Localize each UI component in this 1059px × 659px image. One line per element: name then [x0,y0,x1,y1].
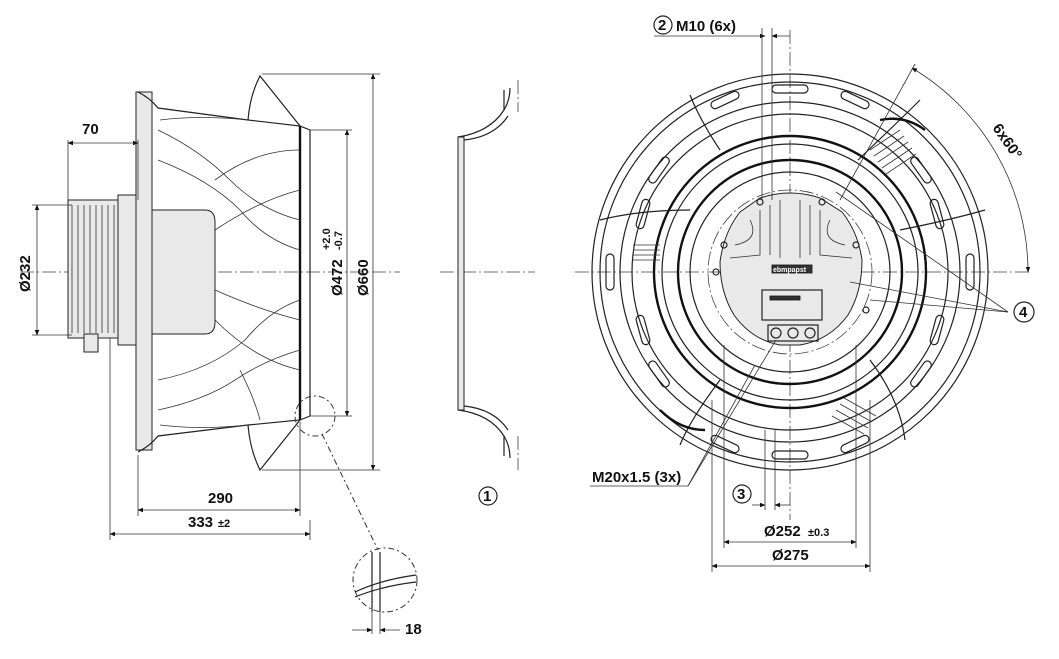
dim-252: Ø252 ±0.3 [723,345,857,548]
front-view: ebmpapst 2 M10 (6x) [575,15,1035,572]
motor-fins [67,194,141,353]
dim-252-tol: ±0.3 [808,527,829,539]
detail-leader [321,433,379,551]
callout-2-text: M10 (6x) [676,18,736,35]
cable-gland-callout: M20x1.5 (3x) [590,339,777,487]
balance-strips [633,129,917,435]
motor-housing [137,209,216,335]
callout-4: 4 [835,191,1035,323]
callout-2: 2 M10 (6x) [653,15,790,200]
dim-333-tol: ±2 [218,518,230,530]
dim-333: 333 ±2 [109,338,311,540]
callout-1-circle [478,486,498,506]
inlet-ring-view: 1 [440,80,535,506]
detail-18-label: 18 [405,621,422,638]
angle-dimension: 6x60° [839,63,1031,273]
dim-70: 70 [67,121,139,200]
dim-660-label: Ø660 [355,259,372,296]
impeller-outline [137,74,311,472]
detail-view: 18 [352,547,422,638]
dim-333-label: 333 [188,514,213,531]
callout-4-circle [1013,301,1035,323]
terminal-box [761,289,823,321]
dim-660: Ø660 [262,73,380,471]
dim-472-tol-upper: +2.0 [321,228,333,250]
callout-3-label: 3 [737,486,745,503]
callout-2-number: 2 [658,17,666,34]
dim-275-label: Ø275 [772,547,809,564]
dim-472: Ø472 +2.0 -0.7 [310,129,352,417]
dim-232-label: Ø232 [17,255,34,292]
logo-text: ebmpapst [773,267,807,274]
dim-290: 290 [137,422,301,516]
dim-472-tol-lower: -0.7 [333,231,345,250]
callout-1-label: 1 [483,488,491,505]
dim-252-label: Ø252 [764,523,801,540]
angle-label: 6x60° [989,121,1026,163]
cable-gland-label: M20x1.5 (3x) [592,469,681,486]
impeller-backplate [135,91,153,451]
dim-472-label: Ø472 [329,259,346,296]
callout-3: 3 [732,430,790,510]
dim-70-label: 70 [82,121,99,138]
callout-3-circle [732,484,752,504]
dim-275: Ø275 [711,400,871,572]
callout-4-label: 4 [1019,304,1028,321]
dim-232: Ø232 [17,204,72,336]
logo-plate [771,264,813,274]
side-view: 70 Ø232 Ø472 +2.0 -0.7 Ø660 [17,73,422,638]
callout-2-circle [653,15,673,35]
bolt-circle [707,189,873,355]
dim-290-label: 290 [208,490,233,507]
motor-hub: ebmpapst [712,192,870,346]
